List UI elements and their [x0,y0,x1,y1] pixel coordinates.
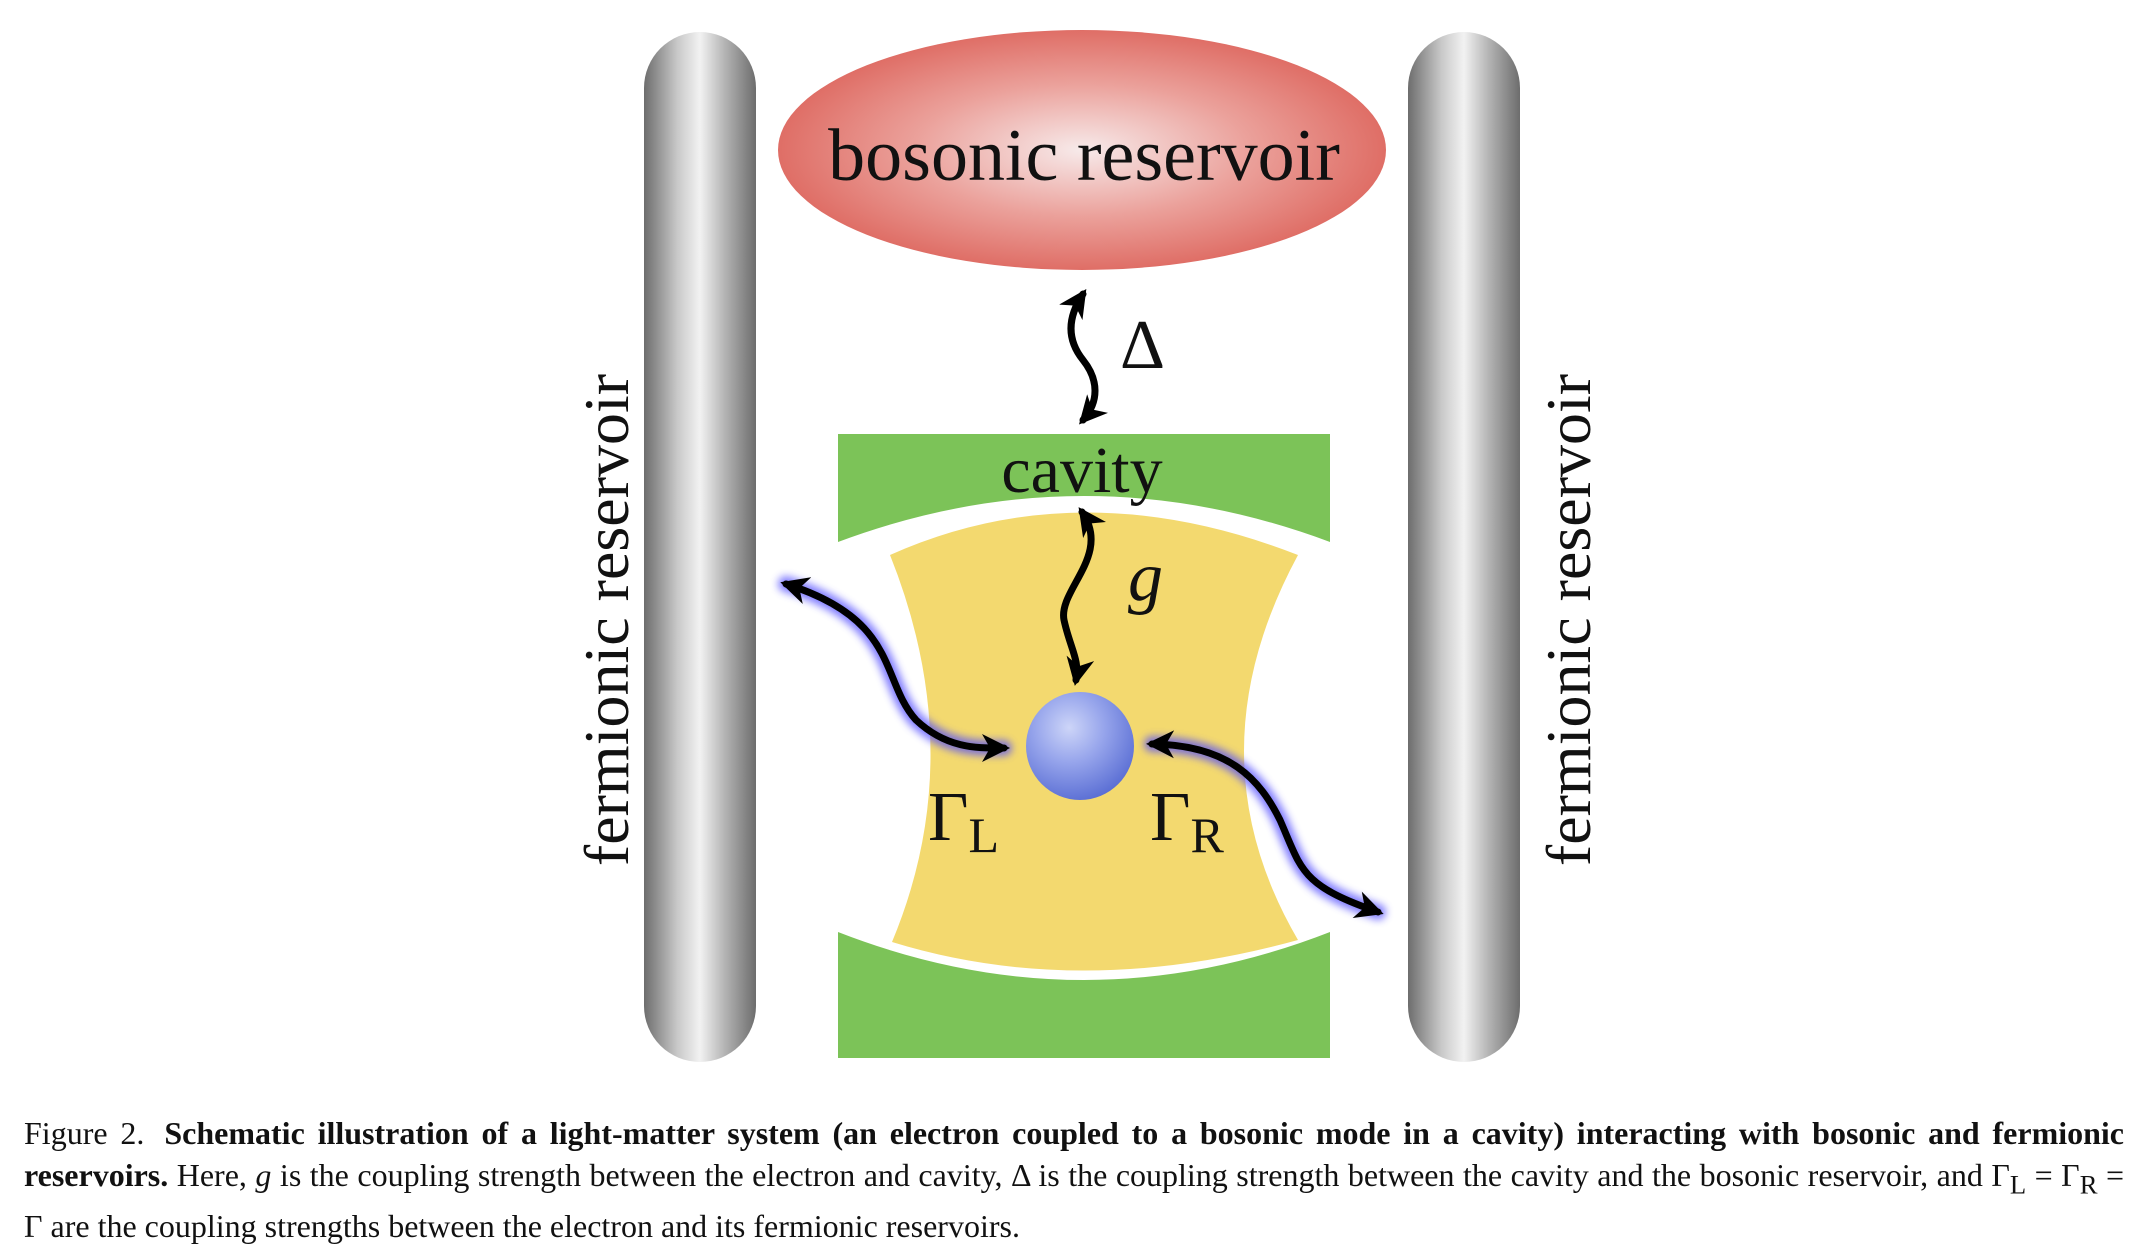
cavity-label: cavity [1001,434,1162,507]
bosonic-reservoir: bosonic reservoir [778,30,1386,270]
gamma-left-subscript: L [968,807,999,863]
schematic-figure: fermionic reservoir fermionic reservoir … [571,30,1604,1062]
cavity-bottom-mirror [838,932,1330,1058]
left-fermionic-reservoir: fermionic reservoir [571,32,756,1062]
delta-label: Δ [1120,307,1165,384]
caption-body-2: is the coupling strength between the ele… [271,1157,2010,1193]
delta-coupling-arrow: Δ [1059,289,1165,425]
caption-g-symbol: g [255,1157,272,1193]
g-label: g [1128,539,1163,616]
bosonic-reservoir-label: bosonic reservoir [828,115,1340,197]
gamma-left-label: ΓL [928,779,999,863]
caption-body-1: Here, [168,1157,256,1193]
gamma-right-symbol: Γ [1150,779,1190,856]
left-reservoir-label: fermionic reservoir [571,374,642,866]
right-fermionic-reservoir: fermionic reservoir [1408,32,1604,1062]
bosonic-reservoir-ellipse [778,30,1386,270]
right-reservoir-label: fermionic reservoir [1533,374,1604,866]
right-reservoir-rod [1408,32,1520,1062]
gamma-left-coupling-arrow [778,576,1012,763]
caption-body-3: = Γ [2026,1157,2080,1193]
electron-sphere [1026,692,1134,800]
caption-sub-l: L [2009,1169,2027,1200]
gamma-right-label: ΓR [1150,779,1224,863]
caption-body-4: = Γ are the coupling strengths between t… [24,1157,2125,1245]
caption-title: Schematic illustration of a light-matter… [24,1115,2125,1193]
caption-figure-label: Figure 2. [24,1115,145,1151]
caption-sub-r: R [2079,1169,2098,1200]
gamma-right-subscript: R [1190,807,1224,863]
gamma-right-coupling-arrow [1144,730,1386,920]
gamma-left-symbol: Γ [928,779,968,856]
cavity-top-mirror [838,434,1330,542]
figure-caption: Figure 2.Schematic illustration of a lig… [24,1112,2124,1247]
left-reservoir-rod [644,32,756,1062]
g-coupling-arrow: g [1060,507,1163,686]
